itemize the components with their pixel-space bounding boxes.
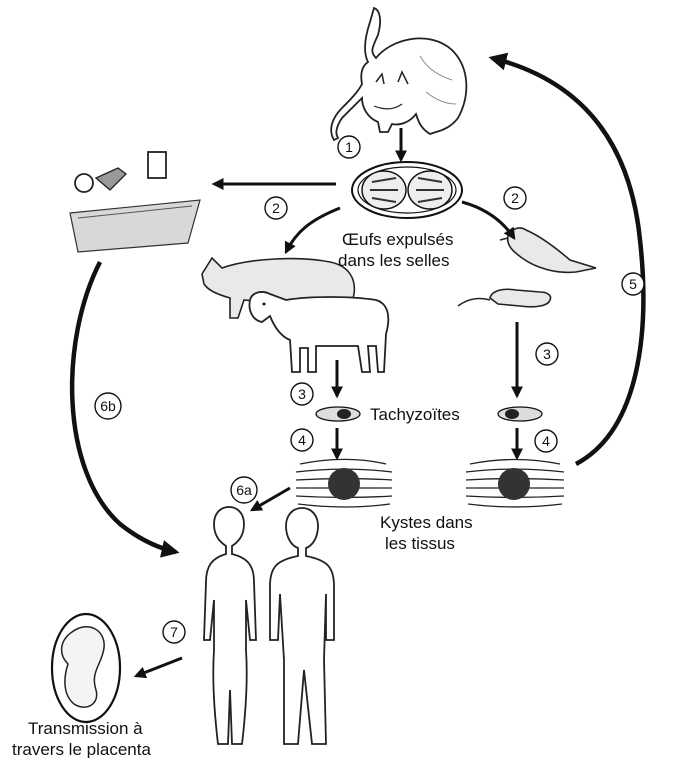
step-6a-label: 6a	[236, 482, 252, 498]
arrow-7	[136, 658, 182, 676]
step-6b: 6b	[95, 393, 121, 419]
placenta-label-line2: travers le placenta	[12, 740, 151, 758]
tissue-cyst-left-illustration	[296, 460, 392, 508]
step-2-left: 2	[265, 197, 287, 219]
step-4-right-label: 4	[542, 433, 550, 449]
tissue-cyst-right-illustration	[466, 460, 564, 508]
step-3-left: 3	[291, 383, 313, 405]
cat-illustration	[331, 8, 466, 140]
step-2-right-label: 2	[511, 190, 519, 206]
step-1: 1	[338, 136, 360, 158]
step-6b-label: 6b	[100, 398, 116, 414]
eggs-label-line1: Œufs expulsés	[342, 230, 454, 249]
step-3-right: 3	[536, 343, 558, 365]
eggs-label-line2: dans les selles	[338, 251, 450, 270]
woman-illustration	[204, 507, 256, 744]
step-2-left-label: 2	[272, 200, 280, 216]
bird-illustration	[500, 228, 596, 272]
step-2-right: 2	[504, 187, 526, 209]
step-4-left: 4	[291, 429, 313, 451]
fetus-illustration	[52, 614, 120, 722]
placenta-label-line1: Transmission à	[28, 719, 143, 738]
arrow-2-down	[286, 208, 340, 252]
step-7-label: 7	[170, 624, 178, 640]
cysts-label-line2: les tissus	[385, 534, 455, 553]
step-3-left-label: 3	[298, 386, 306, 402]
oocyst-illustration	[352, 162, 462, 218]
step-1-label: 1	[345, 139, 353, 155]
step-4-left-label: 4	[298, 432, 306, 448]
arrow-6a	[252, 488, 290, 510]
step-6a: 6a	[231, 477, 257, 503]
step-7: 7	[163, 621, 185, 643]
arrow-6b	[72, 262, 176, 552]
rodent-illustration	[458, 289, 551, 306]
cysts-label-line1: Kystes dans	[380, 513, 473, 532]
step-5-label: 5	[629, 276, 637, 292]
tachyzoite-right-illustration	[498, 407, 542, 421]
man-illustration	[270, 508, 334, 744]
step-5: 5	[622, 273, 644, 295]
sheep-illustration	[250, 292, 389, 372]
arrow-2-right	[462, 202, 514, 238]
tachyzoites-label: Tachyzoïtes	[370, 405, 460, 424]
step-4-right: 4	[535, 430, 557, 452]
step-3-right-label: 3	[543, 346, 551, 362]
food-and-litter-illustration	[70, 152, 200, 252]
tachyzoite-left-illustration	[316, 407, 360, 421]
